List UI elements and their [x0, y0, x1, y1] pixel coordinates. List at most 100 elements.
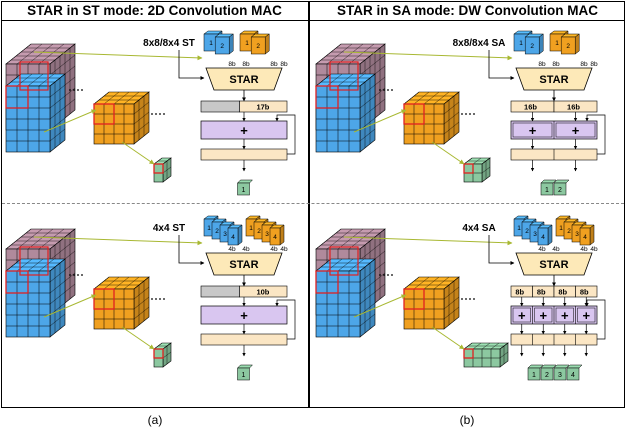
operand-index: 4 — [273, 234, 277, 241]
dataflow-arrow — [33, 51, 203, 61]
register-width-label: 10b — [256, 288, 269, 297]
ellipsis-dot — [461, 113, 463, 115]
accumulator-register — [200, 333, 288, 346]
caption-a: (a) — [147, 413, 163, 427]
ellipsis-dot — [81, 89, 83, 91]
ellipsis-dot — [383, 274, 385, 276]
operand-index: 1 — [245, 40, 249, 47]
ellipsis-dot — [151, 298, 153, 300]
input-window-highlight — [329, 61, 359, 91]
operand-index: 1 — [249, 225, 253, 232]
output-index: 4 — [571, 372, 575, 379]
output-index: 1 — [242, 372, 246, 379]
operand-block — [560, 36, 576, 55]
ellipsis-dot — [387, 274, 389, 276]
row-divider — [2, 203, 624, 204]
operand-index: 2 — [257, 228, 261, 235]
operand-block — [227, 227, 239, 246]
ellipsis-dot — [469, 298, 471, 300]
operand-index: 4 — [231, 234, 235, 241]
register-width-label: 8b — [515, 288, 524, 297]
operand-width-label: 4b — [228, 246, 236, 253]
mode-pointer — [178, 235, 205, 265]
result-register — [239, 100, 288, 113]
weight-tensor — [403, 91, 460, 145]
output-element — [540, 367, 554, 381]
adder-unit — [512, 122, 553, 138]
operand-width-label: 8b — [228, 61, 236, 68]
adder-symbol: + — [582, 308, 590, 323]
operand-width-label: 4b — [270, 246, 278, 253]
operand-width-label: 4b — [590, 246, 598, 253]
adder-unit — [512, 307, 531, 323]
ellipsis-dot — [465, 113, 467, 115]
ellipsis-dot — [461, 298, 463, 300]
dataflow-arrow — [353, 294, 407, 318]
output-tensor — [153, 157, 172, 183]
adder-unit — [577, 307, 596, 323]
accumulator-register — [200, 148, 288, 161]
register-width-label: 16b — [524, 103, 537, 112]
ellipsis-dot — [77, 89, 79, 91]
ellipsis-dot — [387, 89, 389, 91]
ellipsis-dot — [69, 89, 71, 91]
operand-width-label: 8b — [552, 61, 560, 68]
ellipsis-dot — [81, 274, 83, 276]
output-index: 3 — [558, 372, 562, 379]
operand-block — [214, 36, 230, 55]
mode-label: 8x8/8x4 ST — [143, 38, 195, 49]
output-tensor — [463, 342, 509, 368]
operand-index: 2 — [566, 43, 570, 50]
output-element — [237, 367, 250, 381]
ellipsis-dot — [391, 89, 393, 91]
operand-block — [524, 36, 540, 55]
output-index: 1 — [545, 187, 549, 194]
adder-unit — [534, 307, 553, 323]
output-tensor — [463, 157, 491, 183]
operand-index: 2 — [256, 43, 260, 50]
operand-index: 3 — [575, 231, 579, 238]
ellipsis-dot — [391, 274, 393, 276]
operand-index: 3 — [533, 231, 537, 238]
star-block — [515, 252, 593, 276]
star-label: STAR — [229, 259, 258, 271]
operand-width-label: 4b — [280, 246, 288, 253]
input-tensor-front — [5, 258, 66, 338]
ellipsis-dot — [73, 274, 75, 276]
feedback-wire — [275, 114, 296, 155]
adder-symbol: + — [572, 123, 580, 138]
ellipsis-dot — [465, 298, 467, 300]
input-window-highlight — [19, 61, 49, 91]
register-unused — [200, 100, 241, 113]
register-width-label: 16b — [567, 103, 580, 112]
output-element — [566, 367, 580, 381]
operand-index: 1 — [207, 225, 211, 232]
output-element — [237, 182, 250, 196]
weight-tensor — [403, 276, 460, 330]
adder-symbol: + — [561, 308, 569, 323]
operand-index: 4 — [541, 234, 545, 241]
operand-index: 1 — [559, 225, 563, 232]
output-index: 2 — [558, 187, 562, 194]
adder-symbol: + — [240, 123, 248, 138]
operand-index: 2 — [220, 43, 224, 50]
operand-width-label: 8b — [580, 61, 588, 68]
ellipsis-dot — [159, 298, 161, 300]
mode-pointer — [488, 235, 515, 265]
feedback-wire — [585, 299, 606, 340]
operand-width-label: 8b — [590, 61, 598, 68]
register-width-label: 8b — [558, 288, 567, 297]
ellipsis-dot — [473, 113, 475, 115]
dataflow-arrow — [121, 141, 155, 165]
adder-unit — [555, 122, 596, 138]
output-element — [553, 182, 567, 196]
header-left: STAR in ST mode: 2D Convolution MAC — [27, 3, 282, 18]
